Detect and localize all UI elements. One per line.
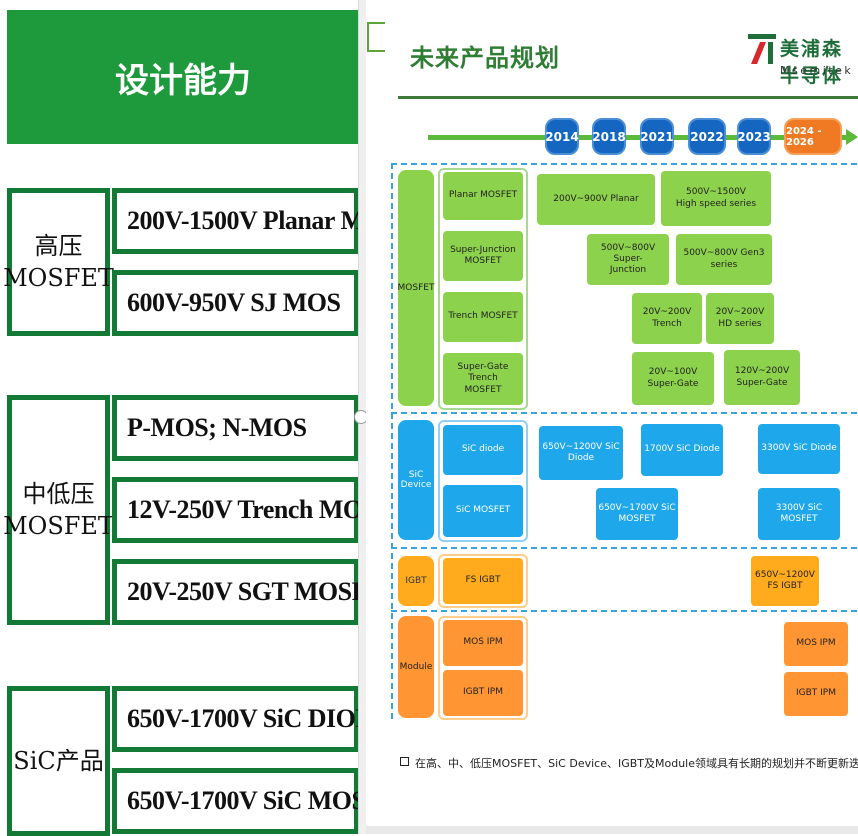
roadmap-tile: 200V~900V Planar bbox=[537, 174, 655, 225]
group-sic-device: SiC Device bbox=[398, 420, 434, 540]
company-name-cn: 美浦森半导体 bbox=[780, 38, 844, 87]
company-name-en: Msemitek bbox=[780, 64, 854, 77]
category-line: MOSFET bbox=[3, 512, 114, 540]
year-badge: 2021 bbox=[640, 118, 674, 155]
subtype-super-junction-mosfet: Super-Junction MOSFET bbox=[443, 231, 523, 281]
subtype-trench-mosfet: Trench MOSFET bbox=[443, 292, 523, 342]
year-badge: 2014 bbox=[545, 118, 579, 155]
column-divider bbox=[391, 163, 393, 719]
capability-item: 600V-950V SJ MOS bbox=[112, 270, 359, 336]
title-bracket-icon bbox=[367, 22, 385, 52]
capability-item: P-MOS; N-MOS bbox=[112, 395, 359, 461]
igbt-subtype-frame bbox=[438, 554, 528, 608]
bottom-scroll-strip bbox=[366, 826, 858, 834]
capability-item: 650V-1700V SiC DIODE bbox=[112, 686, 391, 752]
roadmap-tile: 650V~1200V FS IGBT bbox=[751, 556, 819, 606]
capability-item: 12V-250V Trench MOSFET bbox=[112, 477, 426, 543]
row-divider bbox=[391, 547, 857, 549]
roadmap-footnote: 在高、中、低压MOSFET、SiC Device、IGBT及Module领域具有… bbox=[400, 755, 858, 771]
slide-title: 未来产品规划 bbox=[410, 44, 560, 72]
capability-item: 650V-1700V SiC MOSFET bbox=[112, 768, 415, 834]
category-line: 中低压 bbox=[22, 479, 95, 508]
roadmap-tile: 1700V SiC Diode bbox=[641, 424, 723, 476]
group-igbt: IGBT bbox=[398, 556, 434, 606]
roadmap-tile: 20V~200V Trench bbox=[632, 293, 702, 344]
capability-item: 20V-250V SGT MOSFET bbox=[112, 559, 401, 625]
year-badge: 2024 - 2026 bbox=[784, 118, 842, 155]
title-underline bbox=[398, 96, 858, 99]
subtype-sic-diode: SiC diode bbox=[443, 425, 523, 475]
category-high-voltage-mosfet: 高压 MOSFET bbox=[3, 188, 114, 336]
subtype-igbt-ipm: IGBT IPM bbox=[443, 670, 523, 716]
subtype-planar-mosfet: Planar MOSFET bbox=[443, 172, 523, 220]
group-module: Module bbox=[398, 616, 434, 718]
sic-subtype-frame bbox=[438, 420, 528, 542]
subtype-fs-igbt: FS IGBT bbox=[443, 558, 523, 604]
design-capability-panel: 设计能力 高压 MOSFET 200V-1500V Planar MOS 600… bbox=[0, 0, 426, 836]
category-line: 高压 bbox=[34, 231, 83, 260]
design-capability-header: 设计能力 bbox=[7, 10, 359, 144]
mosfet-subtype-frame bbox=[438, 168, 528, 410]
year-badge: 2022 bbox=[688, 118, 726, 155]
timeline-arrow-icon bbox=[846, 129, 858, 145]
category-line: SiC产品 bbox=[13, 746, 104, 775]
subtype-sic-mosfet: SiC MOSFET bbox=[443, 485, 523, 537]
category-sic-products: SiC产品 bbox=[7, 686, 110, 836]
footnote-text: 在高、中、低压MOSFET、SiC Device、IGBT及Module领域具有… bbox=[415, 757, 858, 770]
roadmap-tile: 120V~200V Super-Gate bbox=[724, 350, 800, 405]
roadmap-tile: 3300V SiC MOSFET bbox=[758, 488, 840, 540]
roadmap-tile: 650V~1700V SiC MOSFET bbox=[596, 488, 678, 540]
category-line: MOSFET bbox=[3, 264, 114, 292]
module-subtype-frame bbox=[438, 616, 528, 720]
category-low-voltage-mosfet: 中低压 MOSFET bbox=[3, 395, 114, 625]
roadmap-tile: 3300V SiC Diode bbox=[758, 424, 840, 474]
row-divider bbox=[391, 610, 857, 612]
roadmap-tile: 500V~1500V High speed series bbox=[661, 171, 771, 226]
group-mosfet: MOSFET bbox=[398, 170, 434, 406]
subtype-mos-ipm: MOS IPM bbox=[443, 620, 523, 666]
subtype-super-gate-trench-mosfet: Super-Gate Trench MOSFET bbox=[443, 353, 523, 405]
company-logo-icon bbox=[748, 34, 776, 64]
roadmap-tile: 650V~1200V SiC Diode bbox=[539, 426, 623, 480]
row-divider bbox=[391, 412, 857, 414]
roadmap-tile: 20V~200V HD series bbox=[706, 293, 774, 344]
roadmap-tile: 500V~800V Super- Junction bbox=[587, 234, 669, 285]
roadmap-tile: 500V~800V Gen3 series bbox=[676, 234, 772, 285]
capability-item: 200V-1500V Planar MOS bbox=[112, 188, 399, 254]
roadmap-tile: MOS IPM bbox=[784, 622, 848, 666]
roadmap-tile: IGBT IPM bbox=[784, 672, 848, 716]
roadmap-tile: 20V~100V Super-Gate bbox=[632, 352, 714, 405]
checkbox-bullet-icon bbox=[400, 757, 409, 766]
year-badge: 2023 bbox=[737, 118, 771, 155]
timeline-line bbox=[428, 135, 848, 140]
year-badge: 2018 bbox=[592, 118, 626, 155]
row-divider bbox=[391, 163, 857, 165]
